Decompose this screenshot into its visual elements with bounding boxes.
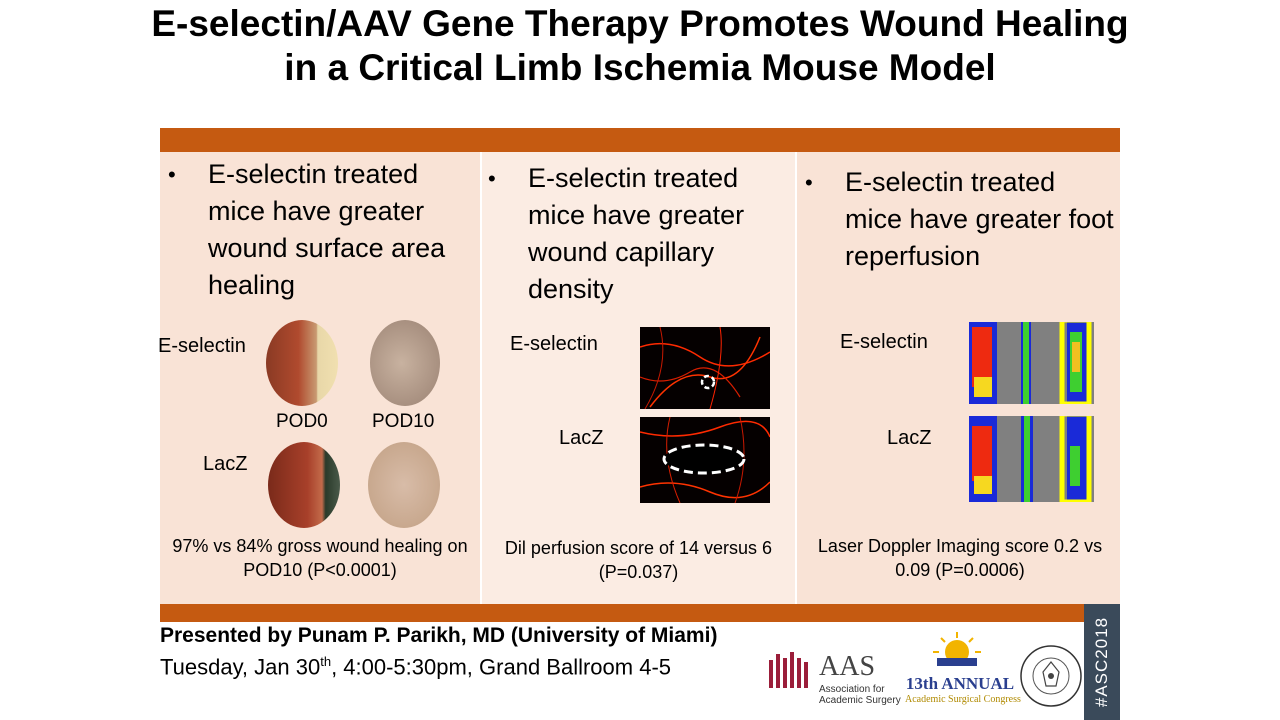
- row-label-eselectin: E-selectin: [510, 333, 598, 355]
- wound-photo-eselectin-pod10: [370, 320, 440, 406]
- aas-full-name: Association for Academic Surgery: [819, 684, 901, 706]
- aas-logo: AAS Association for Academic Surgery: [767, 651, 901, 712]
- hashtag-text: #ASC2018: [1092, 616, 1111, 708]
- slide-title: E-selectin/AAV Gene Therapy Promotes Wou…: [151, 3, 1129, 88]
- session-date: Tuesday, Jan 30: [160, 654, 321, 680]
- doppler-image-eselectin: [969, 322, 1094, 404]
- wound-photo-lacz-pod10: [368, 442, 440, 528]
- asc-congress-name: Academic Surgical Congress: [905, 694, 1021, 705]
- asc-logo: 13th ANNUAL Academic Surgical Congress: [905, 630, 1021, 720]
- bullet-text: E-selectin treated mice have greater wou…: [528, 163, 745, 304]
- asc-sunburst-icon: [933, 632, 981, 666]
- capillary-image-lacz: [640, 417, 770, 503]
- result-caption: Laser Doppler Imaging score 0.2 vs 0.09 …: [817, 536, 1103, 580]
- aas-abbrev: AAS: [819, 651, 876, 682]
- session-time-location: , 4:00-5:30pm, Grand Ballroom 4-5: [331, 654, 672, 680]
- presenter-line: Presented by Punam P. Parikh, MD (Univer…: [160, 624, 718, 647]
- time-label-pod10: POD10: [372, 411, 435, 432]
- panel-capillary-density: • E-selectin treated mice have greater w…: [482, 152, 795, 604]
- time-label-pod0: POD0: [276, 411, 328, 432]
- bullet-icon: •: [488, 166, 496, 191]
- top-accent-bar: [160, 128, 1120, 152]
- wound-photo-eselectin-pod0: [266, 320, 338, 406]
- aas-name-line1: Association for: [819, 684, 885, 695]
- hashtag-banner: #ASC2018: [1084, 604, 1120, 720]
- result-caption: 97% vs 84% gross wound healing on POD10 …: [172, 536, 468, 580]
- row-label-eselectin: E-selectin: [158, 335, 246, 357]
- bullet-text: E-selectin treated mice have greater foo…: [845, 167, 1114, 271]
- asc-anniversary: 13th ANNUAL: [905, 674, 1015, 693]
- bottom-accent-bar: [160, 604, 1120, 622]
- bullet-icon: •: [168, 162, 176, 187]
- session-line: Tuesday, Jan 30th, 4:00-5:30pm, Grand Ba…: [160, 654, 671, 680]
- wound-photo-lacz-pod0: [268, 442, 340, 528]
- result-caption: Dil perfusion score of 14 versus 6 (P=0.…: [504, 538, 773, 582]
- bullet-icon: •: [805, 170, 813, 195]
- bullet-text: E-selectin treated mice have greater wou…: [208, 159, 446, 300]
- sus-seal-logo: [1018, 634, 1084, 714]
- seal-icon: [1020, 645, 1082, 707]
- row-label-eselectin: E-selectin: [840, 331, 928, 353]
- row-label-lacz: LacZ: [887, 427, 932, 449]
- panel-foot-reperfusion: • E-selectin treated mice have greater f…: [797, 152, 1120, 604]
- panel-wound-area: • E-selectin treated mice have greater w…: [158, 152, 480, 604]
- doppler-image-lacz: [969, 416, 1094, 502]
- row-label-lacz: LacZ: [203, 453, 248, 475]
- capillary-image-eselectin: [640, 327, 770, 409]
- session-date-suffix: th: [320, 654, 332, 669]
- aas-emblem-icon: [769, 652, 808, 688]
- row-label-lacz: LacZ: [559, 427, 604, 449]
- aas-name-line2: Academic Surgery: [819, 695, 901, 706]
